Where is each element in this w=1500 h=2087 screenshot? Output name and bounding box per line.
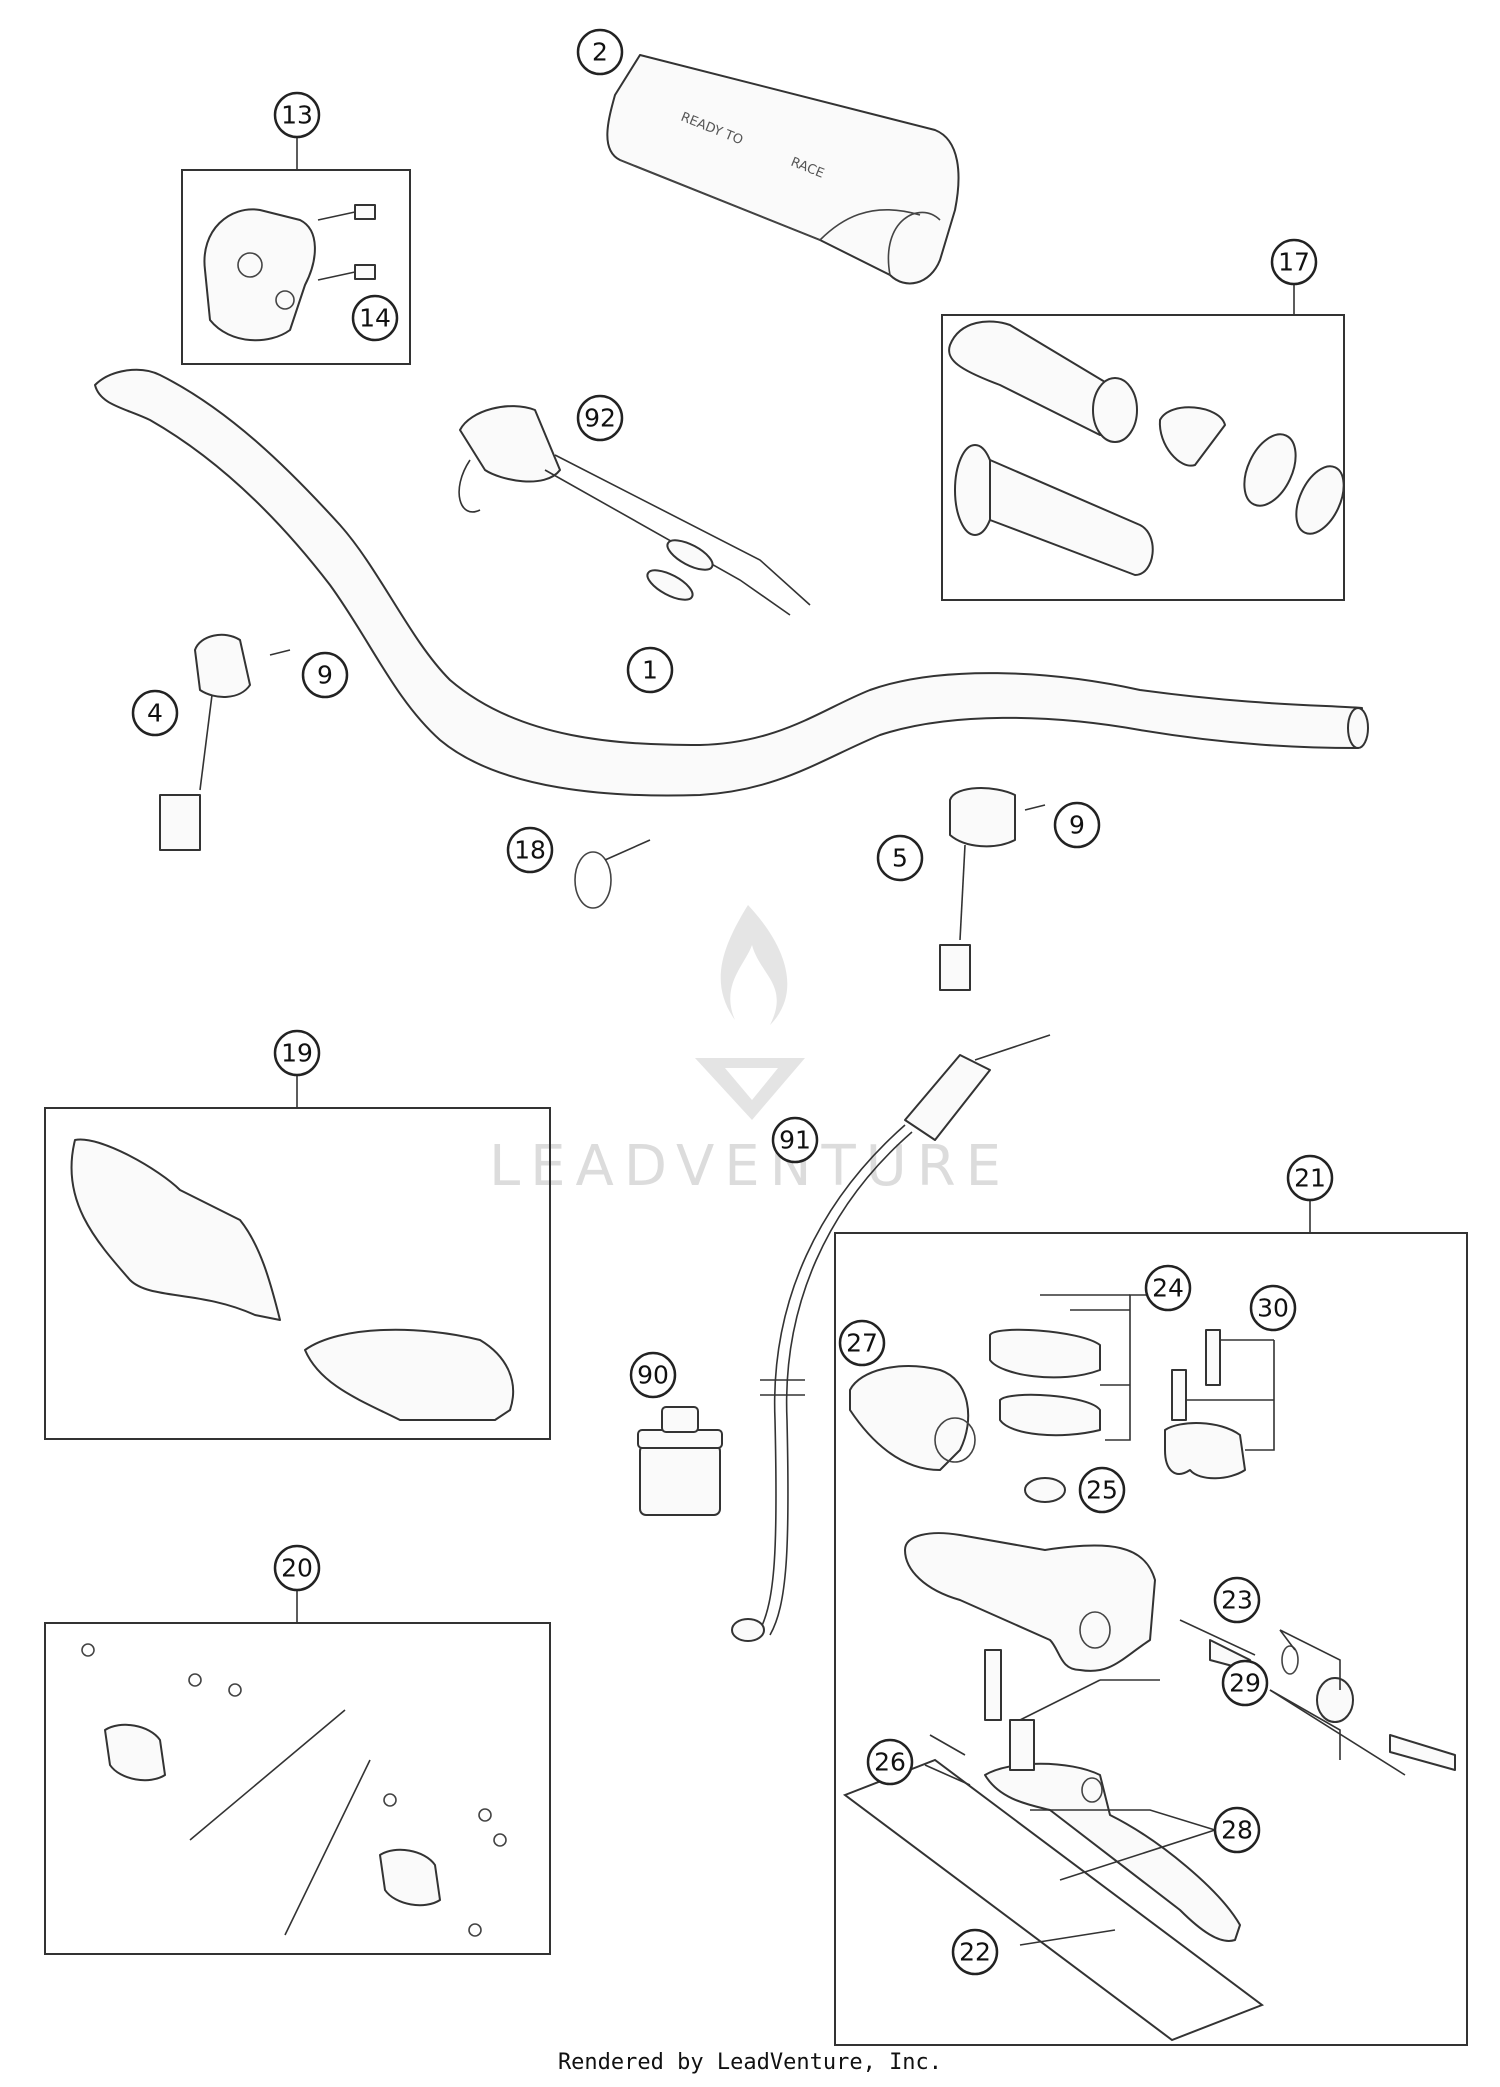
callout-18: 18 — [506, 826, 554, 874]
callout-4: 4 — [131, 689, 179, 737]
throttle-housing — [203, 208, 316, 342]
frame-17 — [941, 314, 1345, 601]
svg-text:19: 19 — [281, 1039, 313, 1068]
watermark-text: LEADVENTURE — [489, 1134, 1011, 1199]
svg-text:23: 23 — [1221, 1586, 1253, 1615]
flame-icon — [720, 905, 788, 1025]
svg-text:14: 14 — [359, 304, 391, 333]
svg-text:26: 26 — [874, 1748, 906, 1777]
svg-text:1: 1 — [642, 656, 658, 685]
diaphragm-25 — [1024, 1477, 1066, 1503]
bolt-14a — [317, 204, 376, 221]
watermark: LEADVENTURE — [489, 905, 1011, 1199]
callout-13: 13 — [273, 91, 321, 139]
leader-lines — [296, 137, 1406, 1946]
callout-28: 28 — [1213, 1806, 1261, 1854]
callout-1: 1 — [626, 646, 674, 694]
callout-9b: 9 — [1053, 801, 1101, 849]
v-logo-icon — [695, 1058, 805, 1120]
callout-92: 92 — [576, 394, 624, 442]
handguard-left — [70, 1138, 281, 1321]
footer-text: Rendered by LeadVenture, Inc. — [557, 2050, 943, 2075]
callout-90: 90 — [629, 1351, 677, 1399]
grip-lower — [954, 444, 1154, 576]
fluid-bottle — [637, 1406, 723, 1516]
svg-text:18: 18 — [514, 836, 546, 865]
callout-23: 23 — [1213, 1576, 1261, 1624]
clamp-30 — [1164, 1329, 1246, 1480]
svg-text:30: 30 — [1257, 1294, 1289, 1323]
cable-tie — [574, 839, 651, 909]
svg-text:29: 29 — [1229, 1669, 1261, 1698]
mount-kit — [81, 1643, 507, 1937]
callout-29: 29 — [1221, 1659, 1269, 1707]
master-cylinder — [904, 1532, 1156, 1672]
callout-21: 21 — [1286, 1154, 1334, 1202]
svg-text:27: 27 — [846, 1329, 878, 1358]
svg-text:5: 5 — [892, 844, 908, 873]
grip-upper — [948, 320, 1226, 467]
callout-26: 26 — [866, 1738, 914, 1786]
reservoir-cover — [989, 1328, 1101, 1437]
callout-25: 25 — [1078, 1466, 1126, 1514]
frame-20 — [44, 1622, 551, 1955]
svg-text:21: 21 — [1294, 1164, 1326, 1193]
svg-text:24: 24 — [1152, 1274, 1184, 1303]
frame-21 — [834, 1232, 1468, 2046]
svg-text:91: 91 — [779, 1126, 811, 1155]
callout-14: 14 — [351, 294, 399, 342]
callout-2: 2 — [576, 28, 624, 76]
brake-lever — [929, 1649, 1241, 1942]
throttle-cables — [458, 405, 811, 616]
callout-27: 27 — [838, 1319, 886, 1367]
svg-text:2: 2 — [592, 38, 608, 67]
callout-22: 22 — [951, 1928, 999, 1976]
svg-text:20: 20 — [281, 1554, 313, 1583]
grip-rings — [1243, 433, 1345, 535]
svg-text:4: 4 — [147, 699, 163, 728]
callout-91: 91 — [771, 1116, 819, 1164]
left-switch — [159, 633, 291, 851]
callout-9a: 9 — [301, 651, 349, 699]
svg-text:13: 13 — [281, 101, 313, 130]
svg-text:25: 25 — [1086, 1476, 1118, 1505]
clutch-hose — [731, 1034, 1051, 1642]
right-switch — [939, 787, 1046, 991]
callout-20: 20 — [273, 1544, 321, 1592]
svg-text:90: 90 — [637, 1361, 669, 1390]
callout-5: 5 — [876, 834, 924, 882]
callout-17: 17 — [1270, 238, 1318, 286]
bolt-14b — [317, 264, 376, 281]
svg-text:9: 9 — [317, 661, 333, 690]
svg-text:92: 92 — [584, 404, 616, 433]
callout-30: 30 — [1249, 1284, 1297, 1332]
clamp-27 — [849, 1365, 976, 1471]
piston-23 — [1179, 1619, 1456, 1771]
svg-text:9: 9 — [1069, 811, 1085, 840]
svg-text:22: 22 — [959, 1938, 991, 1967]
handlebar-end — [1347, 707, 1369, 749]
frame-13 — [181, 169, 411, 365]
handlebar-pad: READY TO RACE — [606, 54, 960, 285]
svg-text:17: 17 — [1278, 248, 1310, 277]
handguard-right — [304, 1328, 515, 1421]
svg-text:28: 28 — [1221, 1816, 1253, 1845]
callout-19: 19 — [273, 1029, 321, 1077]
callout-24: 24 — [1144, 1264, 1192, 1312]
